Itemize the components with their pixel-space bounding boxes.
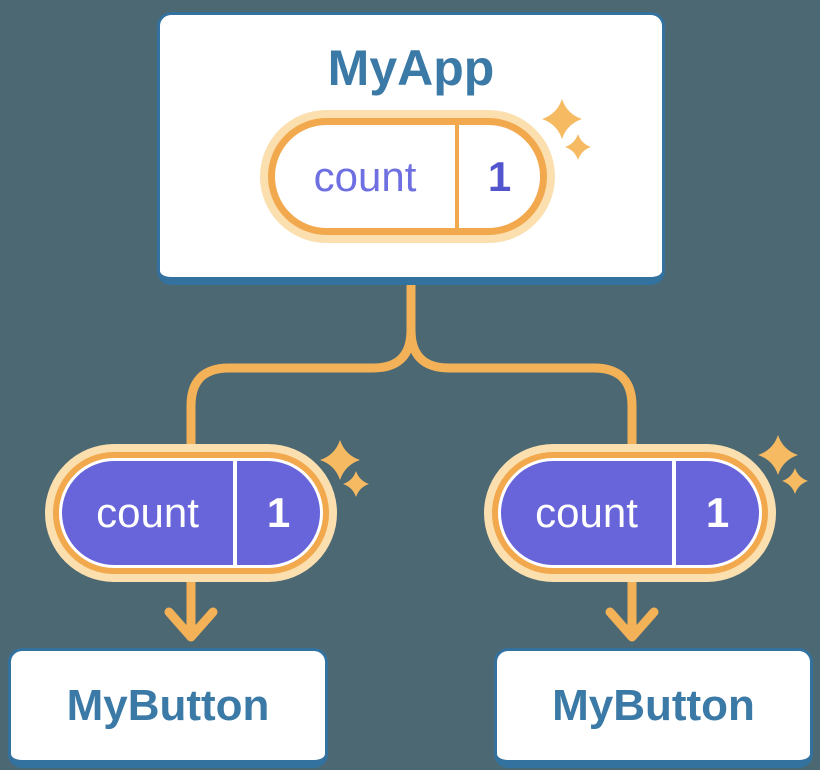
prop-pill-body: count 1 (62, 461, 320, 565)
prop-pill-right: count 1 (484, 444, 776, 582)
pill-divider (233, 461, 237, 565)
child-component-title: MyButton (552, 680, 755, 730)
arrow-down-icon (164, 607, 218, 642)
sparkle-icon (343, 471, 369, 497)
root-component-card: MyApp count 1 (157, 12, 665, 285)
tree-branch-left (186, 280, 416, 457)
pill-divider (672, 461, 676, 565)
state-name: count (313, 152, 417, 200)
prop-pill-ring: count 1 (492, 452, 768, 574)
root-component-title: MyApp (327, 40, 495, 96)
prop-value: 1 (266, 489, 291, 536)
child-component-title: MyButton (66, 680, 270, 730)
prop-name: count (535, 489, 638, 536)
state-pill: count 1 (260, 110, 555, 243)
tree-branch-right (406, 280, 637, 457)
sparkle-icon (782, 468, 808, 494)
prop-pill-body: count 1 (501, 461, 759, 565)
arrow-down-icon (605, 607, 659, 642)
prop-pill-ring: count 1 (53, 452, 329, 574)
pill-divider (455, 125, 459, 228)
child-component-card-right: MyButton (494, 648, 813, 768)
child-component-card-left: MyButton (8, 648, 328, 768)
state-pill-ring: count 1 (268, 118, 547, 235)
sparkle-icon (320, 440, 360, 480)
prop-value: 1 (705, 489, 730, 536)
prop-name: count (96, 489, 199, 536)
sparkle-icon (758, 435, 798, 475)
state-value: 1 (487, 152, 512, 200)
prop-pill-left: count 1 (45, 444, 337, 582)
